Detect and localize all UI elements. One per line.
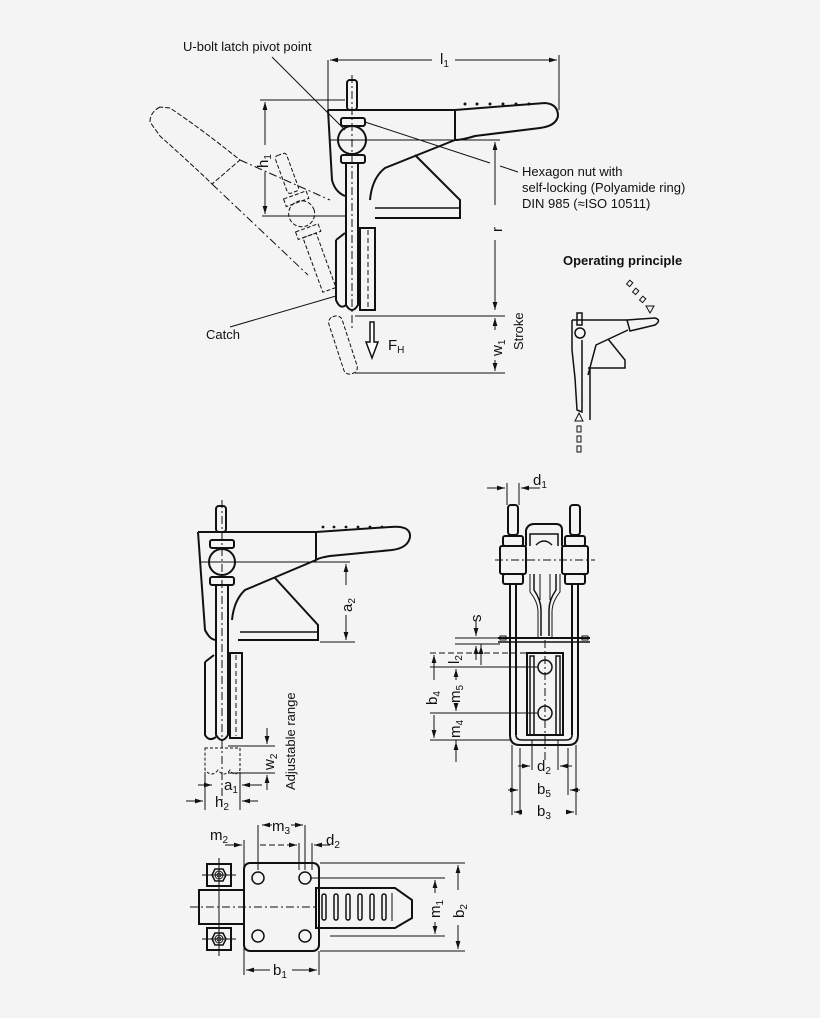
secondary-side-view: [186, 500, 412, 810]
dim-b3: b3: [537, 803, 551, 823]
dim-s: s: [468, 614, 485, 623]
hex-nut-label-line3: DIN 985 (≈ISO 10511): [522, 196, 651, 211]
dim-h2: h2: [215, 794, 229, 814]
dim-d1: d1: [533, 472, 547, 492]
dim-b4: b4: [424, 691, 443, 705]
main-side-view: [149, 55, 560, 375]
dim-d2-top: d2: [326, 832, 340, 852]
dim-d2-front: d2: [537, 758, 551, 778]
dim-l2: l2: [446, 655, 465, 664]
adjustable-range-label: Adjustable range: [283, 692, 298, 790]
pivot-point-label: U-bolt latch pivot point: [183, 39, 312, 54]
operating-principle-title: Operating principle: [563, 253, 683, 268]
dim-h1: h1: [255, 154, 274, 168]
front-view: [430, 483, 595, 815]
catch-label: Catch: [206, 327, 240, 342]
hex-nut-label-line2: self-locking (Polyamide ring): [522, 180, 686, 195]
dim-m3: m3: [272, 818, 291, 838]
top-view: [190, 822, 465, 975]
dim-m1: m1: [427, 899, 446, 918]
dim-b5: b5: [537, 781, 551, 801]
dim-r: r: [489, 227, 506, 232]
dim-b2: b2: [451, 904, 470, 918]
hex-nut-label-line1: Hexagon nut with: [522, 164, 623, 179]
operating-principle-view: [571, 279, 660, 453]
dim-a2: a2: [339, 598, 358, 612]
dim-a1: a1: [224, 777, 238, 797]
dim-m2: m2: [210, 827, 229, 847]
dim-w2: w2: [261, 753, 280, 770]
dim-w1: w1: [489, 339, 508, 356]
dim-m5: m5: [447, 684, 466, 703]
dim-b1: b1: [273, 962, 287, 982]
dim-m4: m4: [447, 719, 466, 738]
dim-l1: l1: [440, 51, 449, 71]
stroke-label: Stroke: [511, 312, 526, 350]
force-label: FH: [388, 337, 405, 357]
